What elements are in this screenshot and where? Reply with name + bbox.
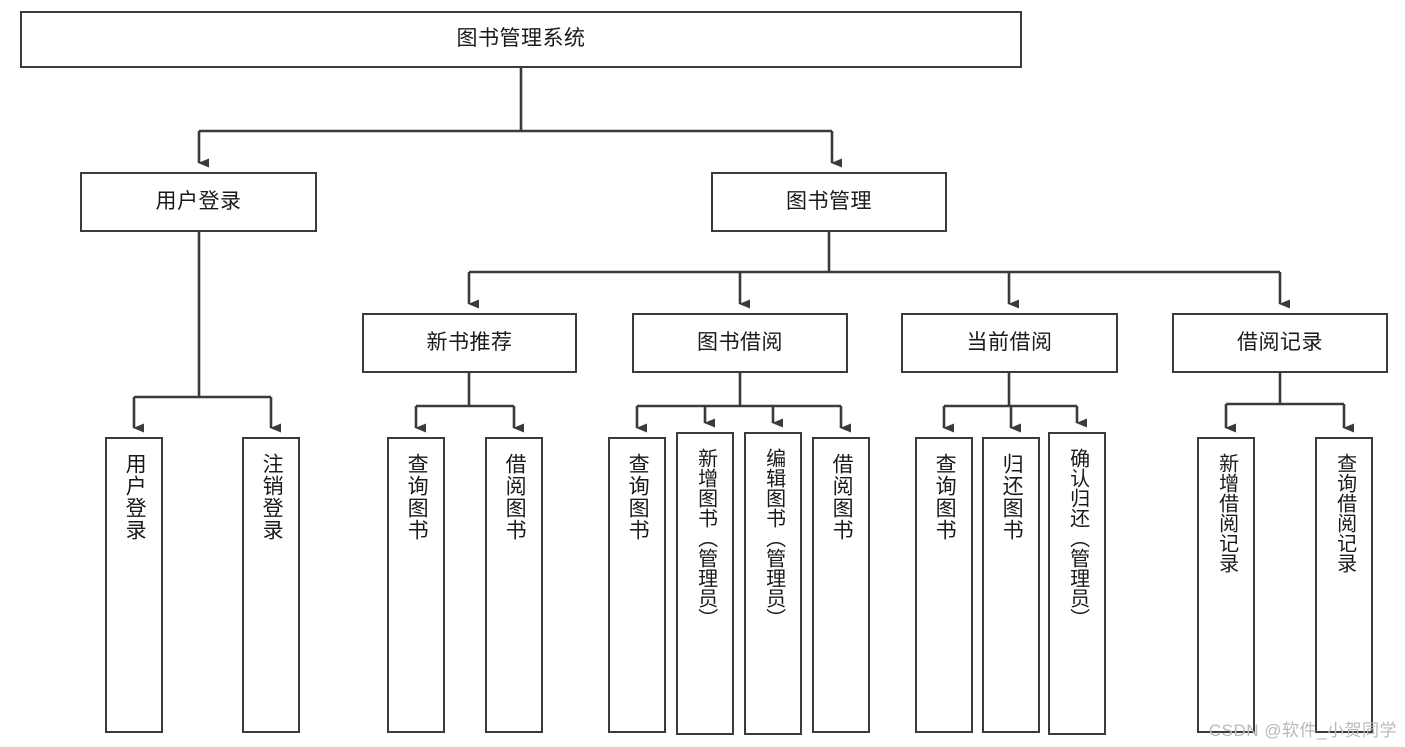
node-leaf-user-login-label: 用户登录 (123, 453, 147, 541)
node-leaf-query-book-current[interactable]: 查询图书 (915, 437, 973, 733)
node-leaf-add-book-admin-label: 新增图书（管理员） (694, 448, 717, 628)
node-leaf-add-borrow-record[interactable]: 新增借阅记录 (1197, 437, 1255, 733)
node-book-borrow[interactable]: 图书借阅 (632, 313, 848, 373)
node-new-book-recommend[interactable]: 新书推荐 (362, 313, 577, 373)
node-borrow-record-label: 借阅记录 (1237, 330, 1323, 354)
csdn-watermark: CSDN @软件_小贺同学 (1208, 721, 1397, 740)
node-leaf-query-book-borrow-label: 查询图书 (626, 453, 650, 541)
node-leaf-logout-label: 注销登录 (260, 453, 284, 541)
node-user-login-label: 用户登录 (155, 189, 242, 213)
node-leaf-borrow-book-label: 借阅图书 (830, 453, 854, 541)
node-leaf-return-book-label: 归还图书 (1000, 453, 1024, 541)
node-new-book-recommend-label: 新书推荐 (426, 330, 513, 354)
node-book-management-label: 图书管理 (786, 189, 872, 213)
node-leaf-query-book-recommend-label: 查询图书 (405, 453, 429, 541)
node-root[interactable]: 图书管理系统 (20, 11, 1022, 68)
node-leaf-borrow-book-recommend-label: 借阅图书 (503, 453, 527, 541)
node-leaf-query-borrow-record[interactable]: 查询借阅记录 (1315, 437, 1373, 733)
node-leaf-query-book-borrow[interactable]: 查询图书 (608, 437, 666, 733)
node-leaf-query-book-current-label: 查询图书 (933, 453, 957, 541)
node-book-borrow-label: 图书借阅 (697, 330, 783, 354)
node-leaf-query-book-recommend[interactable]: 查询图书 (387, 437, 445, 733)
node-leaf-borrow-book-recommend[interactable]: 借阅图书 (485, 437, 543, 733)
node-root-label: 图书管理系统 (456, 27, 586, 51)
node-leaf-add-borrow-record-label: 新增借阅记录 (1215, 453, 1238, 573)
node-current-borrow[interactable]: 当前借阅 (901, 313, 1118, 373)
node-leaf-edit-book-admin[interactable]: 编辑图书（管理员） (744, 432, 802, 735)
node-leaf-add-book-admin[interactable]: 新增图书（管理员） (676, 432, 734, 735)
node-user-login[interactable]: 用户登录 (80, 172, 317, 232)
node-book-management[interactable]: 图书管理 (711, 172, 947, 232)
node-leaf-confirm-return-admin-label: 确认归还（管理员） (1066, 448, 1089, 628)
node-leaf-confirm-return-admin[interactable]: 确认归还（管理员） (1048, 432, 1106, 735)
node-leaf-return-book[interactable]: 归还图书 (982, 437, 1040, 733)
node-current-borrow-label: 当前借阅 (966, 330, 1053, 354)
node-leaf-borrow-book[interactable]: 借阅图书 (812, 437, 870, 733)
node-leaf-user-login[interactable]: 用户登录 (105, 437, 163, 733)
node-borrow-record[interactable]: 借阅记录 (1172, 313, 1388, 373)
node-leaf-logout[interactable]: 注销登录 (242, 437, 300, 733)
node-leaf-edit-book-admin-label: 编辑图书（管理员） (762, 448, 785, 628)
node-leaf-query-borrow-record-label: 查询借阅记录 (1333, 453, 1356, 573)
